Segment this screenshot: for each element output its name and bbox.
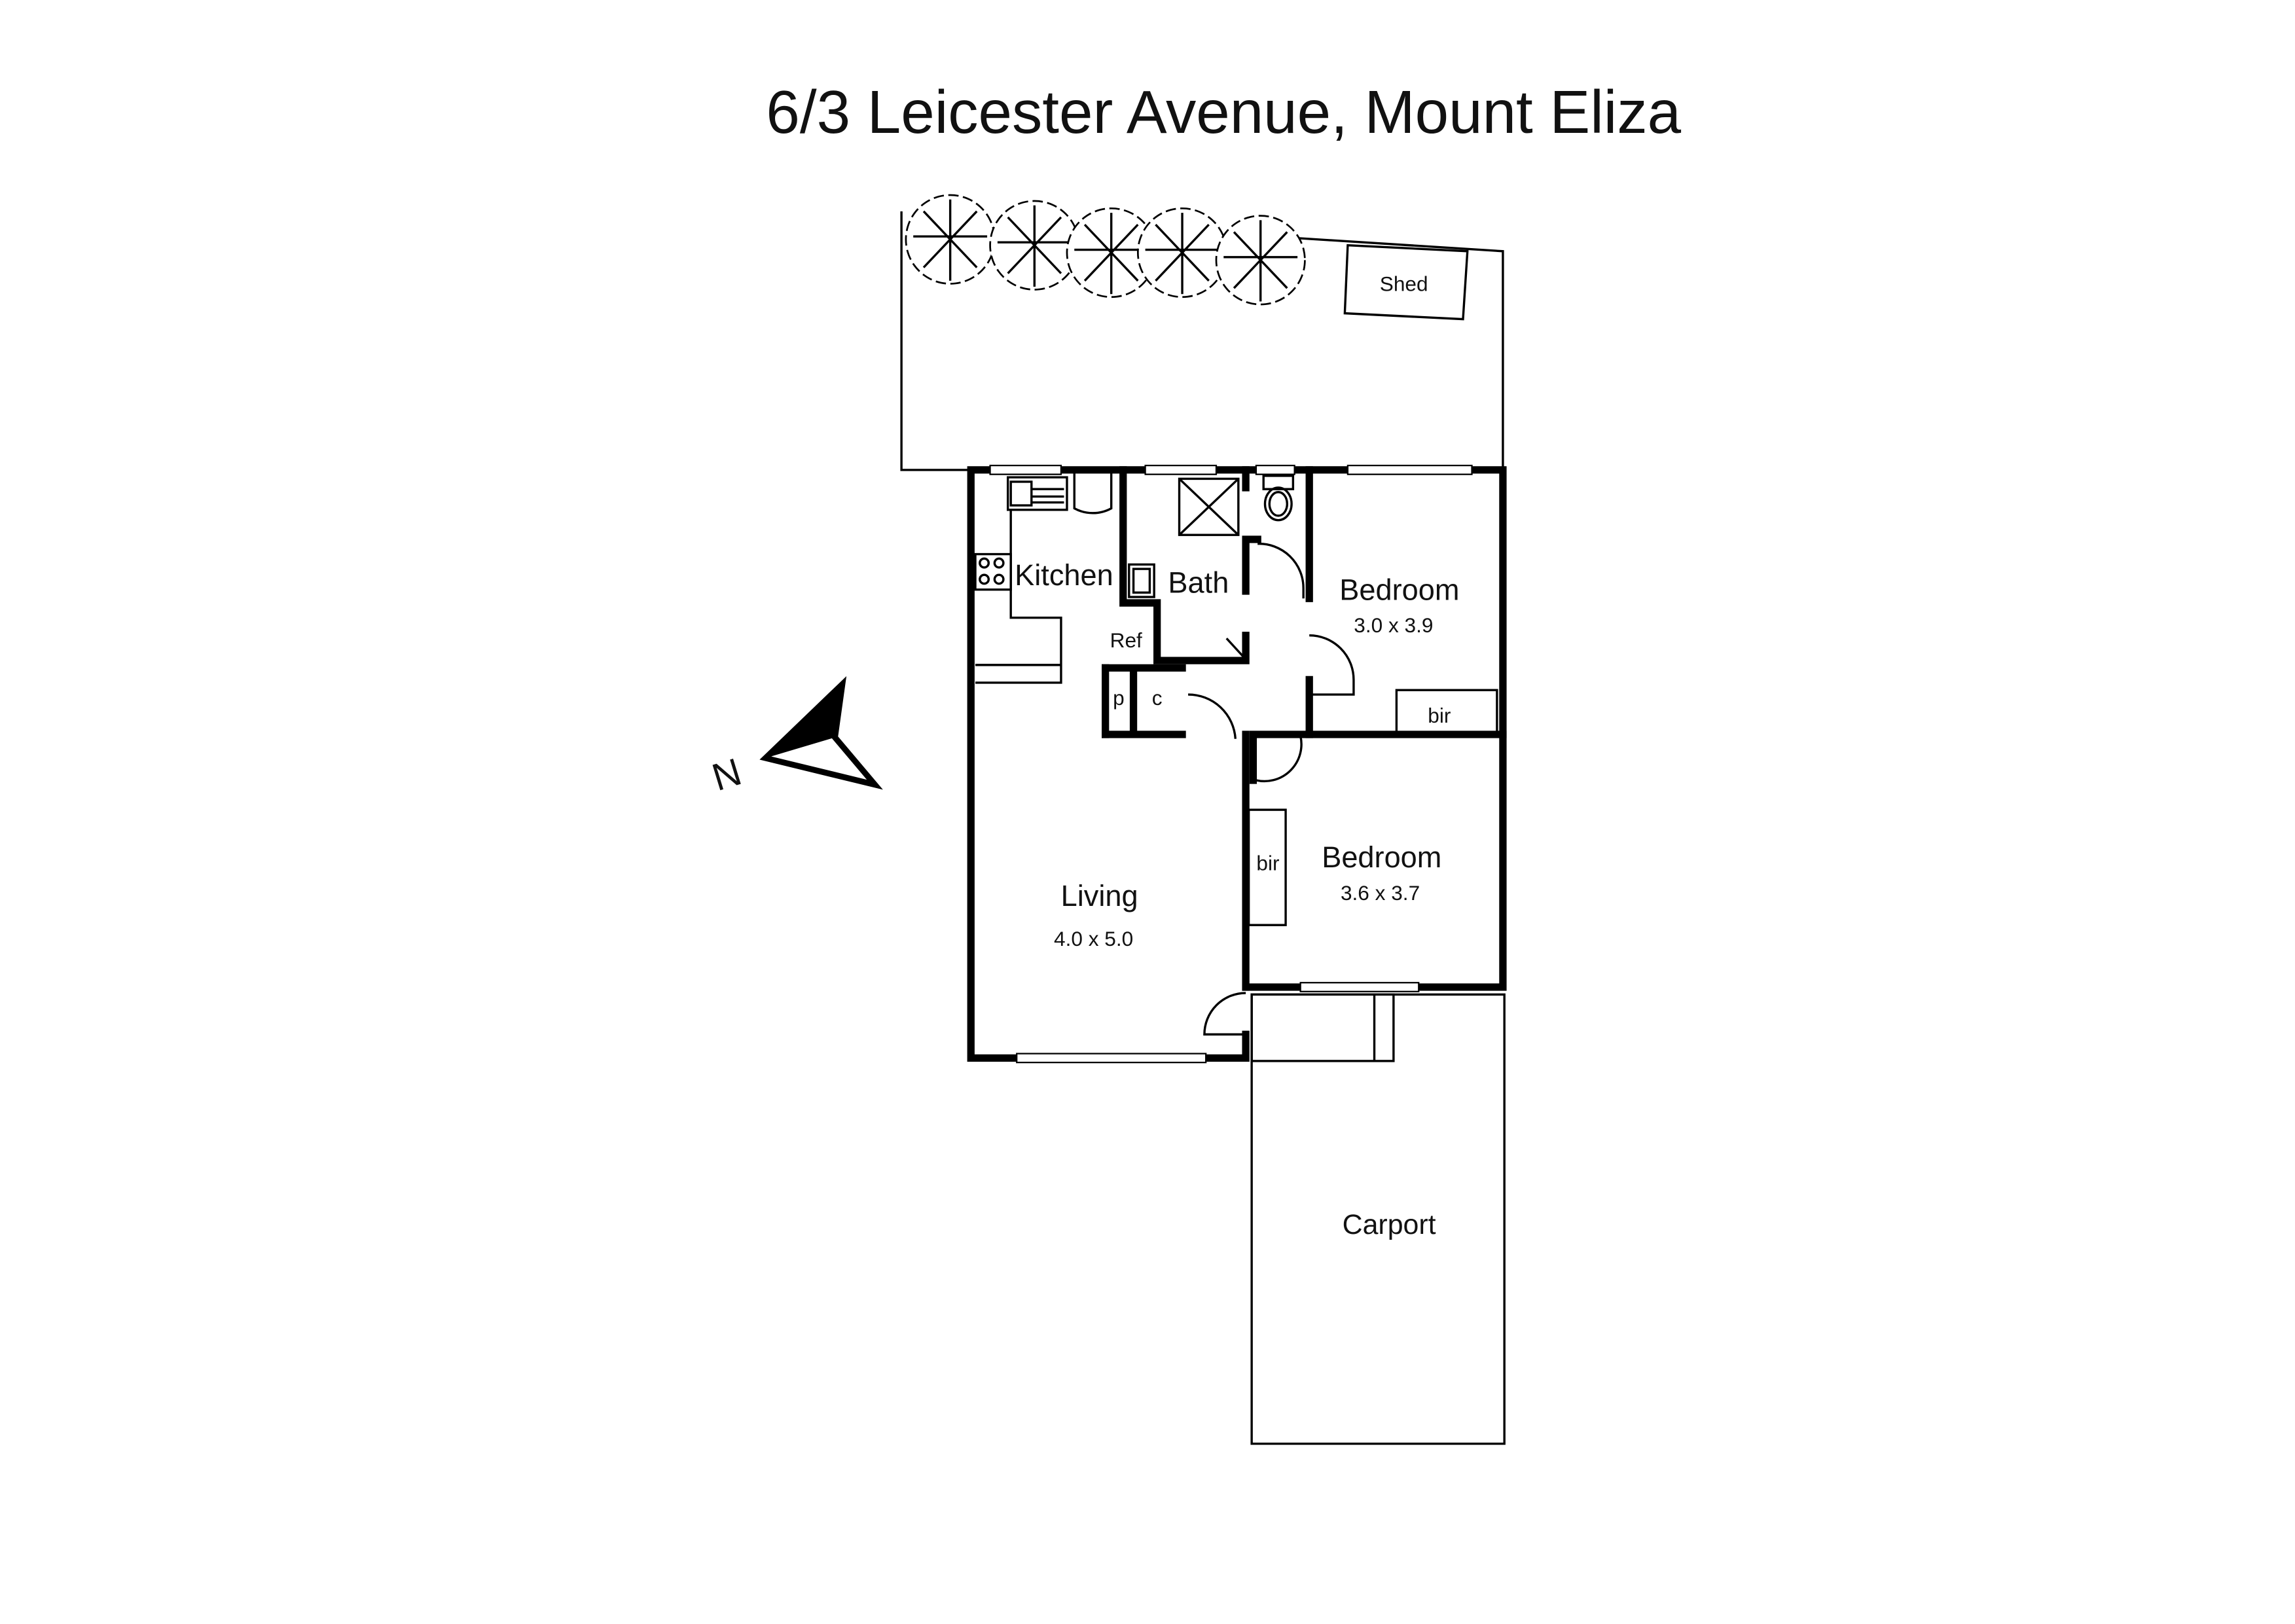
sink-icon <box>1006 476 1068 511</box>
kitchen-label: Kitchen <box>1015 558 1113 592</box>
yard: Shed <box>900 211 1504 471</box>
tree-icon <box>905 194 996 285</box>
tree-icon <box>1136 207 1228 298</box>
cooktop-icon <box>974 552 1012 591</box>
basin-icon <box>1128 563 1155 598</box>
shower-icon <box>1178 477 1240 536</box>
doors <box>1073 469 1355 1036</box>
ref-label: Ref <box>1110 628 1142 652</box>
windows <box>989 464 1473 1064</box>
toilet-icon <box>1263 486 1293 522</box>
bir-1 <box>1395 689 1498 736</box>
bir-2 <box>1247 808 1287 926</box>
shed <box>1343 244 1469 321</box>
carport-label: Carport <box>1343 1209 1436 1240</box>
bedroom2-size: 3.6 x 3.7 <box>1341 881 1420 905</box>
north-arrow-icon: N <box>708 676 883 800</box>
bath-label: Bath <box>1168 566 1229 599</box>
fixtures <box>974 475 1506 1445</box>
shed-label: Shed <box>1380 272 1428 296</box>
porch <box>1250 993 1395 1062</box>
pantry-label: p <box>1113 686 1125 710</box>
bedroom1-size: 3.0 x 3.9 <box>1354 613 1433 637</box>
tree-icon <box>1215 215 1306 306</box>
living-size: 4.0 x 5.0 <box>1054 927 1133 950</box>
bedroom1-bir: bir <box>1428 704 1451 727</box>
north-label: N <box>708 751 747 800</box>
room-labels: Kitchen Bath Ref p c Bedroom 3.0 x 3.9 b… <box>1015 558 1459 1240</box>
tree-icon <box>989 200 1080 291</box>
living-label: Living <box>1061 879 1138 912</box>
carport <box>1250 993 1506 1445</box>
bedroom1-label: Bedroom <box>1339 573 1459 607</box>
bedroom2-bir: bir <box>1256 852 1279 875</box>
page-title: 6/3 Leicester Avenue, Mount Eliza <box>766 78 1681 146</box>
cupboard-label: c <box>1152 686 1163 710</box>
trees <box>905 194 1306 306</box>
bedroom2-label: Bedroom <box>1322 840 1441 874</box>
